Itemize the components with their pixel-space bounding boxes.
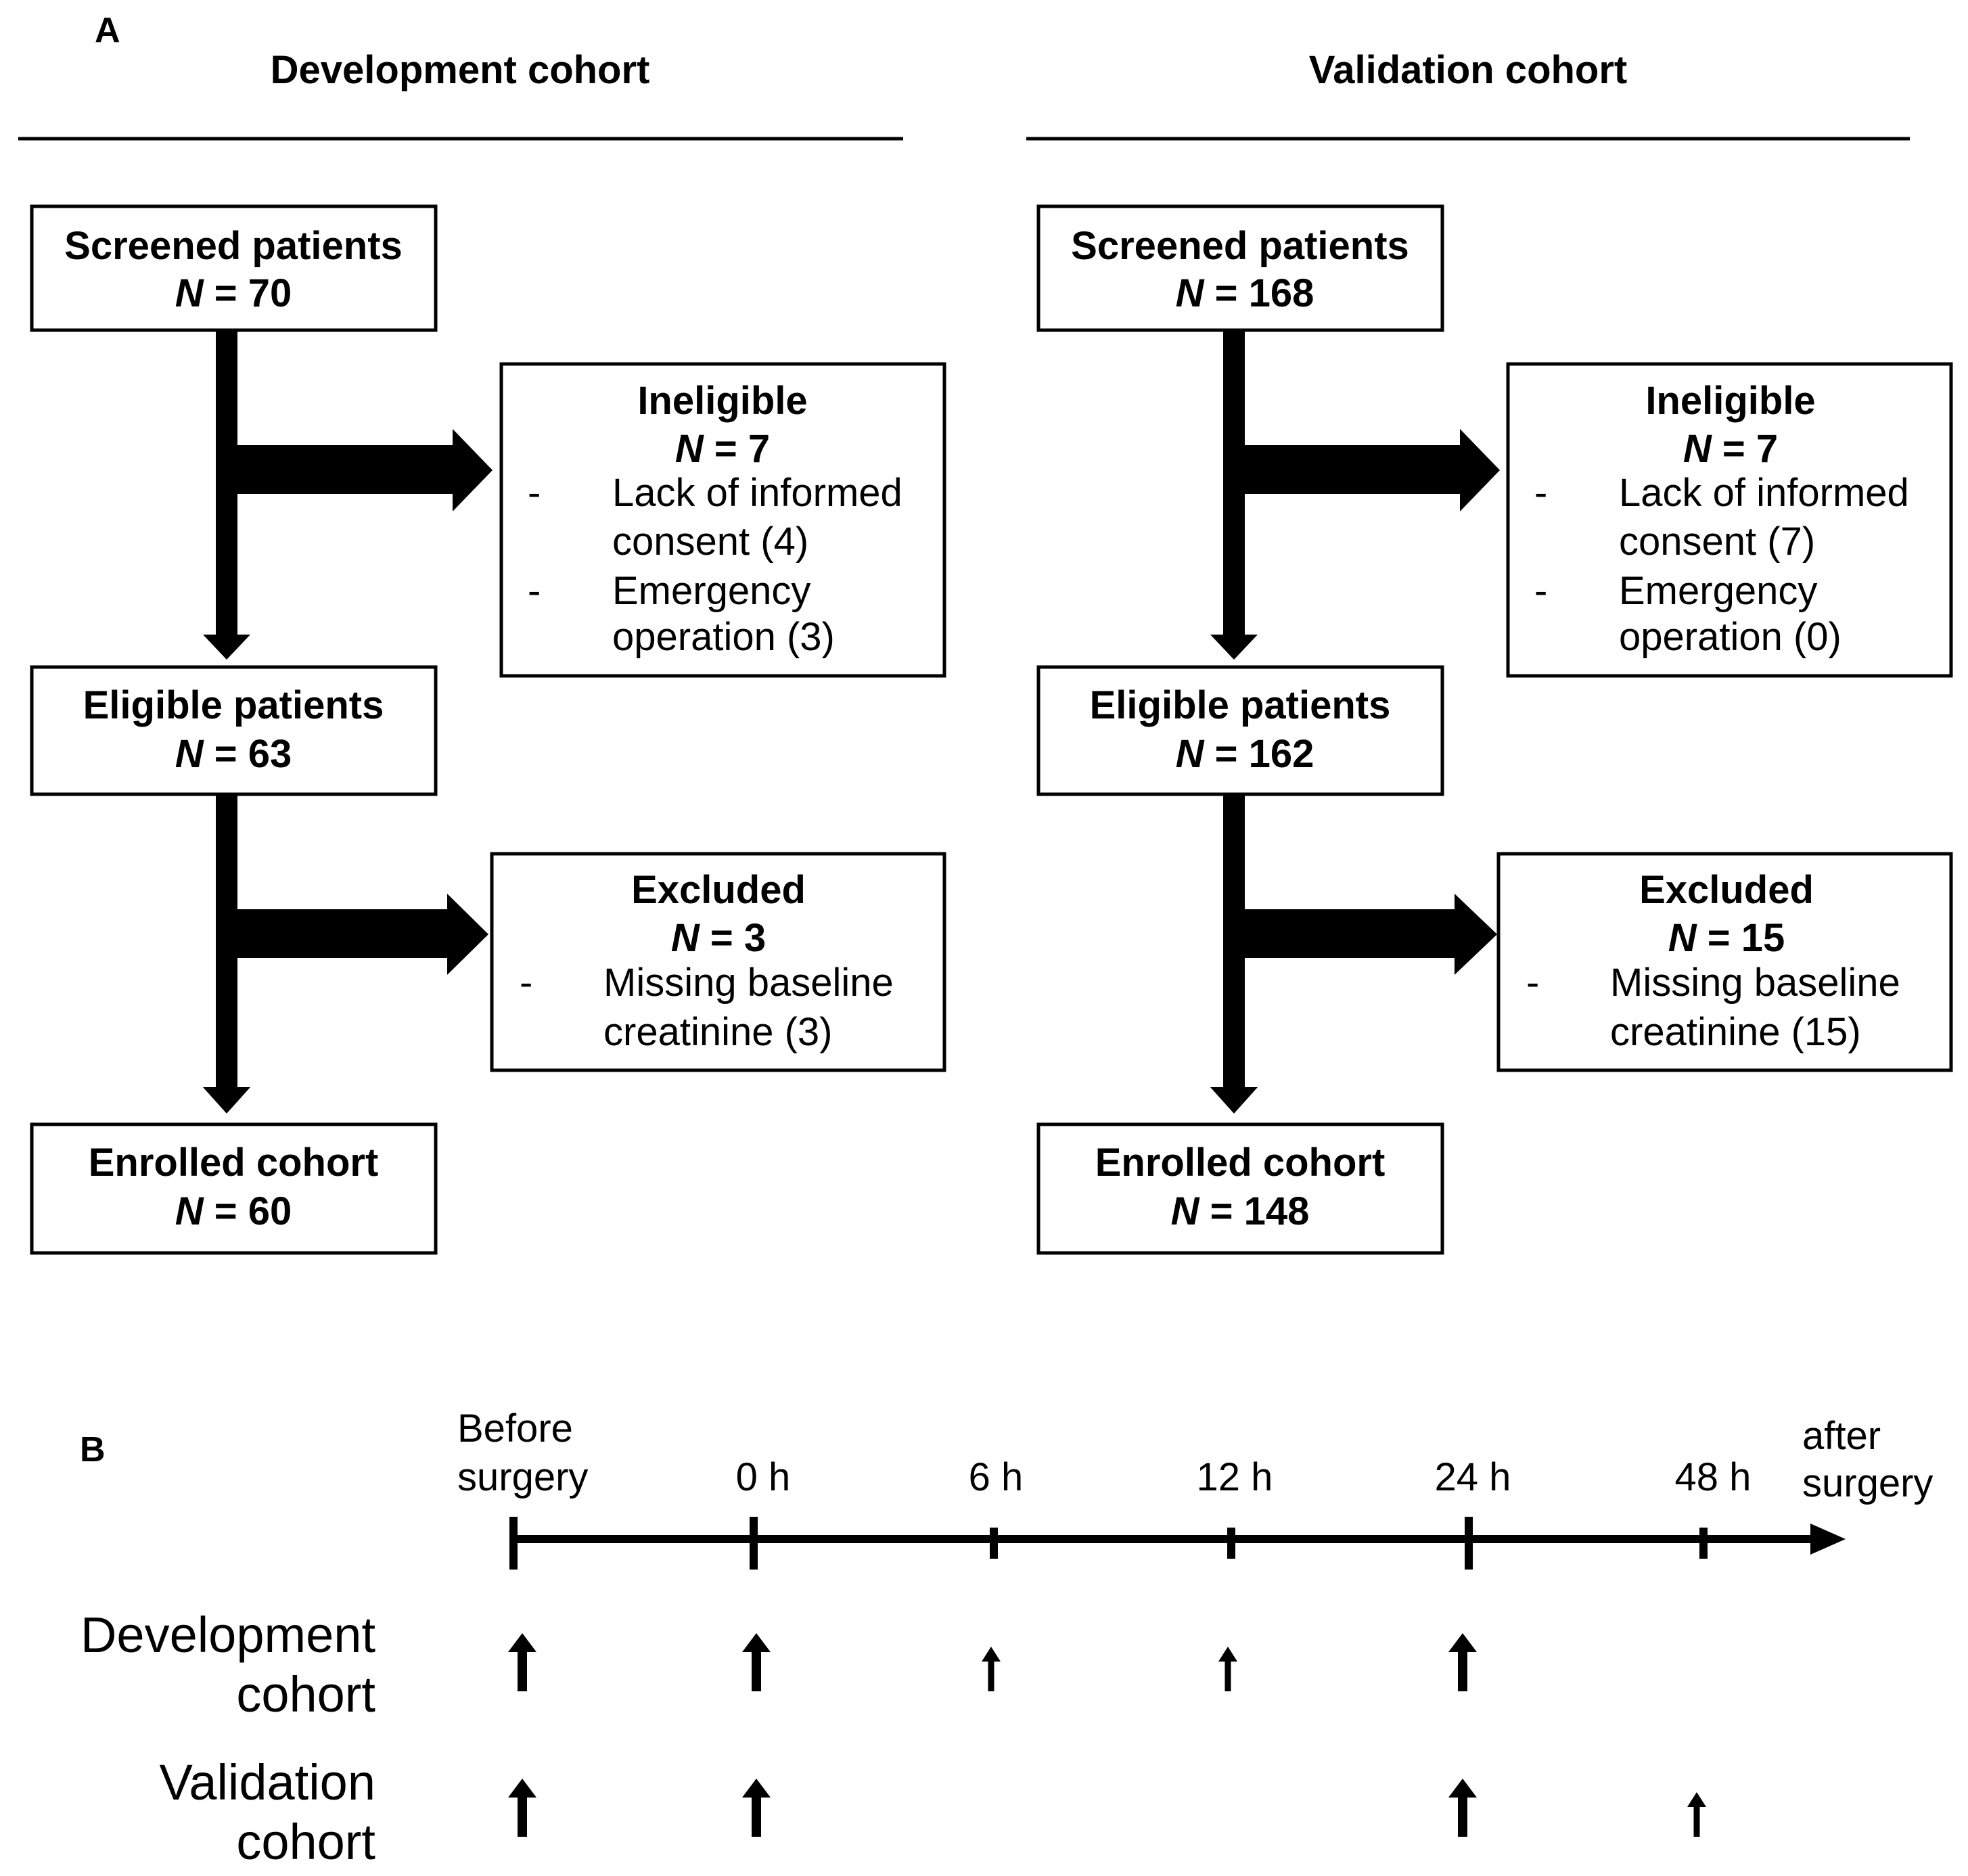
timeline-tick-major [509, 1517, 518, 1570]
screened-patients-title: Screened patients [1071, 224, 1409, 268]
ineligible-count: N = 7 [675, 427, 770, 471]
ineligible-count: N = 7 [1683, 427, 1778, 471]
excluded-title: Excluded [631, 868, 806, 912]
screened-patients-box: Screened patients N = 168 [1036, 204, 1444, 332]
enrolled-cohort-count: N = 148 [1171, 1189, 1310, 1233]
panel-b-label: B [80, 1430, 106, 1469]
timeline-tick-label: 12 h [1197, 1455, 1273, 1499]
excluded-reason-line: Missing baseline [603, 961, 894, 1005]
excluded-reason-line: Missing baseline [1610, 961, 1900, 1005]
list-bullet: - [520, 961, 532, 1005]
timeline-end-label: surgery [1802, 1461, 1933, 1505]
timeline-row-label-validation: cohort [236, 1814, 375, 1870]
sample-arrow-large [508, 1633, 536, 1691]
list-bullet: - [1534, 471, 1547, 515]
flow-arrow-to-excluded [237, 894, 488, 975]
excluded-count: N = 3 [671, 916, 766, 960]
list-bullet: - [1526, 961, 1539, 1005]
timeline-row-label-development: Development [81, 1607, 375, 1663]
timeline-row-label-development: cohort [236, 1666, 375, 1722]
timeline-tick-major [750, 1517, 758, 1570]
excluded-box: Excluded N = 15 - Missing baseline creat… [1496, 852, 1953, 1072]
flow-arrow-to-ineligible [1245, 429, 1500, 511]
eligible-patients-title: Eligible patients [1090, 683, 1391, 727]
sample-arrow-large [742, 1633, 771, 1691]
validation-cohort-title: Validation cohort [1309, 48, 1628, 92]
validation-cohort-flowchart: Validation cohort Screened patients N = … [1026, 48, 1953, 1255]
eligible-patients-count: N = 63 [175, 732, 292, 776]
flow-arrow-eligible-to-enrolled [203, 786, 250, 1114]
enrolled-cohort-count: N = 60 [175, 1189, 292, 1233]
sample-arrow-large [1448, 1633, 1477, 1691]
screened-patients-title: Screened patients [64, 224, 403, 268]
enrolled-cohort-title: Enrolled cohort [1095, 1141, 1386, 1185]
flow-arrow-to-excluded [1245, 894, 1497, 975]
sample-arrow-large [742, 1779, 771, 1837]
list-bullet: - [528, 569, 541, 613]
ineligible-reason-line: consent (7) [1619, 520, 1815, 564]
sample-arrow-large [1448, 1779, 1477, 1837]
screened-patients-count: N = 70 [175, 271, 292, 315]
excluded-title: Excluded [1639, 868, 1814, 912]
ineligible-box: Ineligible N = 7 - Lack of informed cons… [1506, 362, 1953, 678]
flow-arrow-screened-to-eligible [203, 323, 250, 660]
timeline-start-label: Before [457, 1406, 573, 1450]
sample-arrow-small [1218, 1647, 1237, 1691]
excluded-box: Excluded N = 3 - Missing baseline creati… [490, 852, 946, 1072]
screened-patients-box: Screened patients N = 70 [30, 204, 438, 332]
ineligible-reason-line: Emergency [612, 569, 810, 613]
timeline-tick-minor [1227, 1528, 1235, 1559]
flow-arrow-eligible-to-enrolled [1210, 786, 1258, 1114]
ineligible-reason-line: Emergency [1619, 569, 1817, 613]
excluded-count: N = 15 [1668, 916, 1785, 960]
ineligible-title: Ineligible [637, 379, 807, 423]
flow-arrow-screened-to-eligible [1210, 323, 1258, 660]
enrolled-cohort-title: Enrolled cohort [89, 1141, 379, 1185]
timeline-arrowhead [1810, 1524, 1846, 1555]
ineligible-reason-line: Lack of informed [612, 471, 902, 515]
timeline-tick-label: 24 h [1435, 1455, 1511, 1499]
timeline-start-label: surgery [457, 1455, 588, 1499]
timeline-end-label: after [1802, 1414, 1881, 1458]
enrolled-cohort-box: Enrolled cohort N = 60 [30, 1122, 438, 1255]
ineligible-reason-line: operation (3) [612, 615, 835, 659]
eligible-patients-box: Eligible patients N = 162 [1036, 665, 1444, 796]
sampling-timeline: Before surgery after surgery 0 h 6 h 12 … [81, 1406, 1933, 1870]
sample-arrow-large [508, 1779, 536, 1837]
eligible-patients-title: Eligible patients [83, 683, 384, 727]
enrolled-cohort-box: Enrolled cohort N = 148 [1036, 1122, 1444, 1255]
sample-arrows [508, 1633, 1706, 1837]
ineligible-box: Ineligible N = 7 - Lack of informed cons… [499, 362, 946, 678]
eligible-patients-box: Eligible patients N = 63 [30, 665, 438, 796]
development-cohort-title: Development cohort [271, 48, 650, 92]
ineligible-reason-line: Lack of informed [1619, 471, 1909, 515]
excluded-reason-line: creatinine (3) [603, 1010, 832, 1054]
timeline-tick-major [1465, 1517, 1473, 1570]
timeline-tick-label: 48 h [1675, 1455, 1752, 1499]
flow-arrow-to-ineligible [237, 429, 493, 511]
development-cohort-flowchart: Development cohort Screened patients N =… [18, 48, 946, 1255]
screened-patients-count: N = 168 [1176, 271, 1314, 315]
timeline-tick-minor [990, 1528, 998, 1559]
excluded-reason-line: creatinine (15) [1610, 1010, 1861, 1054]
list-bullet: - [528, 471, 541, 515]
panel-a-label: A [95, 11, 120, 50]
timeline-row-label-validation: Validation [159, 1754, 375, 1810]
ineligible-reason-line: consent (4) [612, 520, 808, 564]
list-bullet: - [1534, 569, 1547, 613]
eligible-patients-count: N = 162 [1176, 732, 1314, 776]
ineligible-title: Ineligible [1645, 379, 1815, 423]
sample-arrow-small [982, 1647, 1001, 1691]
timeline-tick-label: 6 h [969, 1455, 1024, 1499]
ineligible-reason-line: operation (0) [1619, 615, 1841, 659]
sample-arrow-small [1687, 1792, 1706, 1837]
timeline-tick-minor [1699, 1528, 1708, 1559]
timeline-tick-label: 0 h [736, 1455, 791, 1499]
